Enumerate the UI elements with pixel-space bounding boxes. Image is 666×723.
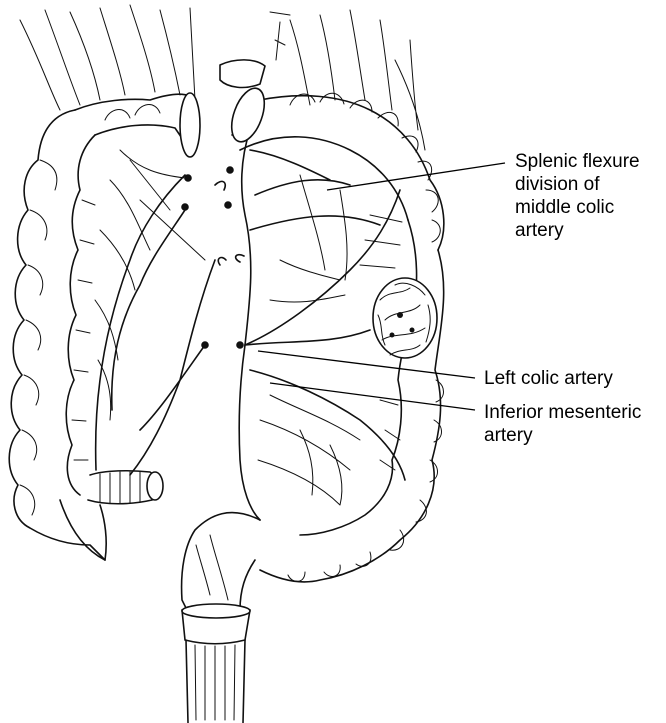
label-left-colic-artery: Left colic artery <box>484 368 613 389</box>
inferior-mesenteric-leader <box>269 382 476 411</box>
left-colon-segment <box>8 4 227 561</box>
splenic-flexure-leader <box>326 162 506 191</box>
tumor-mass <box>372 277 438 359</box>
left-colic-leader <box>257 350 476 379</box>
label-splenic-flexure-division: Splenic flexure division of middle colic… <box>515 151 640 241</box>
right-colon-segment <box>180 9 445 723</box>
label-inferior-mesenteric-artery: Inferior mesenteric artery <box>484 402 642 446</box>
